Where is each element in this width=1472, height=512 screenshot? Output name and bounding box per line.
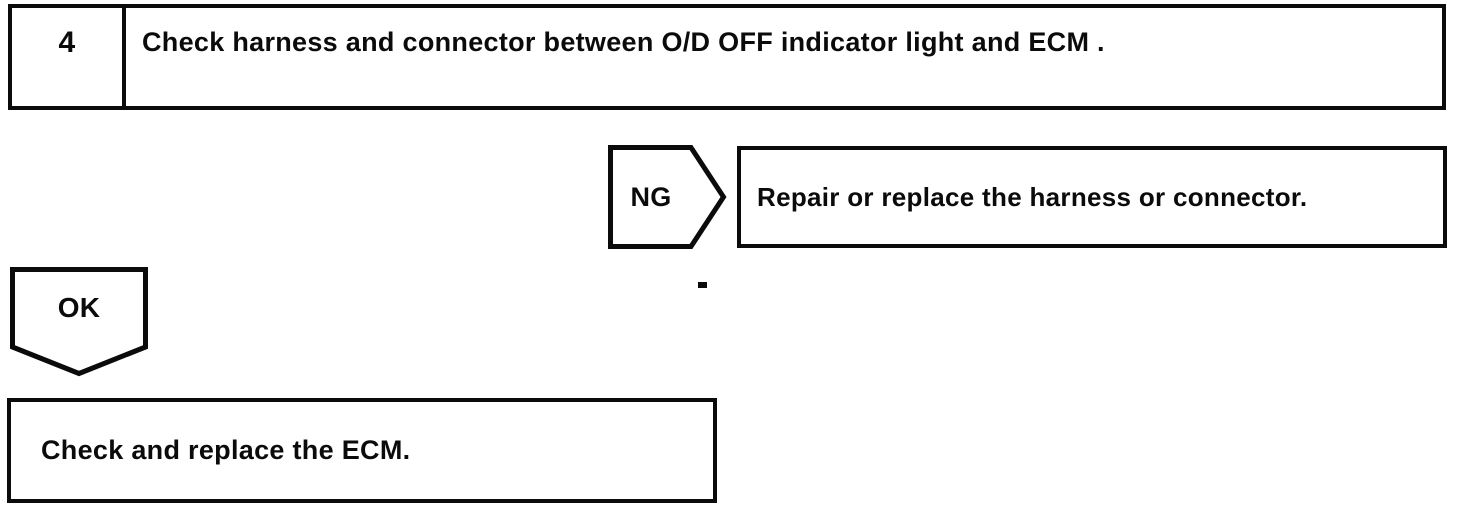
ng-label: NG	[630, 181, 672, 212]
step-number: 4	[12, 8, 126, 106]
ng-pentagon-icon	[608, 145, 727, 249]
ok-label: OK	[57, 292, 101, 323]
step-instruction: Check harness and connector between O/D …	[142, 27, 1105, 57]
scan-artifact-dot	[698, 282, 707, 288]
step-box: 4 Check harness and connector between O/…	[8, 4, 1446, 110]
ok-pentagon-icon	[10, 267, 148, 377]
ng-connector: NG	[608, 145, 727, 249]
ng-result-box: Repair or replace the harness or connect…	[737, 146, 1447, 248]
ok-connector: OK	[10, 267, 148, 377]
final-action-box: Check and replace the ECM.	[7, 398, 717, 503]
